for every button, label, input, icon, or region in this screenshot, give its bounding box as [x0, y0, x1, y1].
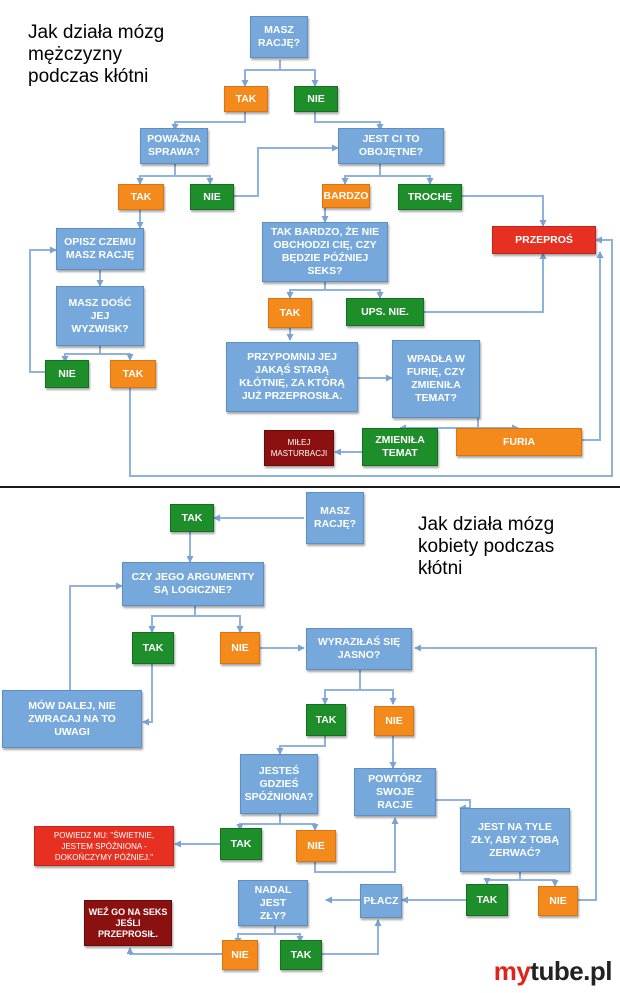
- node-wez-go-na-seks: WEŹ GO NA SEKS JEŚLI PRZEPROSIŁ.: [84, 900, 172, 946]
- node-powtorz-racje: POWTÓRZ SWOJE RACJE: [354, 768, 436, 816]
- node-tak-a: TAK: [170, 504, 214, 532]
- node-furia: FURIA: [456, 428, 582, 456]
- node-bardzo: BARDZO: [322, 184, 370, 208]
- node-nie-e: NIE: [538, 886, 578, 916]
- node-nie-b: NIE: [220, 632, 260, 664]
- node-troche: TROCHĘ: [398, 184, 462, 210]
- node-opisz: OPISZ CZEMU MASZ RACJĘ: [56, 228, 144, 270]
- node-tak-b: TAK: [132, 632, 174, 664]
- node-nadal-jest-zly: NADAL JEST ZŁY?: [238, 880, 308, 926]
- node-placz: PŁACZ: [360, 884, 402, 918]
- node-obojetne: JEST CI TO OBOJĘTNE?: [338, 128, 444, 164]
- node-przypomnij: PRZYPOMNIJ JEJ JAKĄŚ STARĄ KŁÓTNIĘ, ZA K…: [226, 342, 358, 412]
- node-nie-3: NIE: [45, 360, 89, 388]
- node-milej-masturbacji: MIŁEJ MASTURBACJI: [264, 430, 334, 466]
- logo-part-tube: tube.pl: [530, 956, 612, 986]
- node-tak-bardzo: TAK BARDZO, ŻE NIE OBCHODZI CIĘ, CZY BĘD…: [262, 222, 388, 282]
- node-nie-c: NIE: [374, 706, 414, 736]
- node-tak-d: TAK: [220, 828, 262, 860]
- mytube-logo[interactable]: mytube.pl: [493, 956, 613, 987]
- node-zmienila-temat: ZMIENIŁA TEMAT: [362, 428, 438, 466]
- node-masz-racje-k: MASZ RACJĘ?: [306, 492, 364, 544]
- node-nie-2: NIE: [190, 184, 234, 210]
- section-divider: [0, 486, 620, 488]
- node-przepros: PRZEPROŚ: [492, 226, 596, 254]
- node-tak-4: TAK: [110, 360, 156, 388]
- node-tak-1: TAK: [224, 86, 268, 112]
- node-mow-dalej: MÓW DALEJ, NIE ZWRACAJ NA TO UWAGI: [2, 690, 142, 748]
- node-tak-e: TAK: [466, 884, 508, 916]
- node-powazna-sprawa: POWAŻNA SPRAWA?: [140, 128, 208, 164]
- node-nie-1: NIE: [294, 86, 338, 112]
- node-argumenty-logiczne: CZY JEGO ARGUMENTY SĄ LOGICZNE?: [122, 562, 264, 606]
- node-na-tyle-zly: JEST NA TYLE ZŁY, ABY Z TOBĄ ZERWAĆ?: [460, 808, 570, 872]
- node-tak-2: TAK: [118, 184, 164, 210]
- node-masz-racje-m: MASZ RACJĘ?: [250, 16, 308, 58]
- node-nie-f: NIE: [222, 940, 258, 970]
- node-wpadla-w-furie: WPADŁA W FURIĘ, CZY ZMIENIŁA TEMAT?: [392, 340, 480, 418]
- bottom-title: Jak działa mózg kobiety podczas kłótni: [418, 514, 555, 579]
- node-nie-d: NIE: [296, 830, 336, 862]
- node-ups-nie: UPS. NIE.: [346, 298, 424, 326]
- node-wyrazilas-sie: WYRAZIŁAŚ SIĘ JASNO?: [306, 628, 412, 670]
- logo-part-my: my: [493, 956, 531, 986]
- top-title: Jak działa mózg mężczyzny podczas kłótni: [28, 22, 165, 87]
- node-spozniona: JESTEŚ GDZIEŚ SPÓŹNIONA?: [240, 754, 318, 814]
- node-tak-c: TAK: [306, 704, 346, 736]
- node-powiedz-mu: POWIEDZ MU: "ŚWIETNIE, JESTEM SPÓŹNIONA …: [34, 826, 174, 866]
- node-tak-3: TAK: [268, 298, 312, 328]
- node-tak-f: TAK: [280, 940, 322, 970]
- node-masz-dosc: MASZ DOŚĆ JEJ WYZWISK?: [56, 286, 144, 346]
